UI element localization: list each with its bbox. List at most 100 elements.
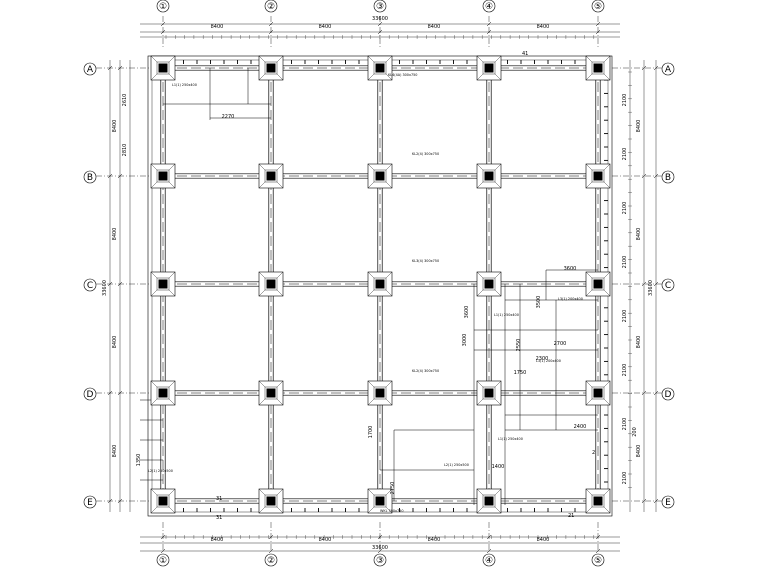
dim-misc-15: 200 xyxy=(632,427,638,437)
dim-tick-x-4-3 xyxy=(595,548,601,554)
dim-tick-x-4-1 xyxy=(595,29,601,35)
column-4-1-core xyxy=(484,63,494,73)
column-5-2-core xyxy=(593,171,603,181)
axis-label-row-c-left: C xyxy=(87,281,93,291)
dim-tick-y-1-2 xyxy=(641,173,647,179)
dim-tick-x-3-1 xyxy=(486,29,492,35)
dim-tick-y-1-3 xyxy=(653,173,659,179)
dim-total-y-left: 33600 xyxy=(102,280,108,296)
dim-tick-x-2-1 xyxy=(377,29,383,35)
axis-bubble-col-4-bottom xyxy=(482,553,496,567)
dim-tick-x-0-1 xyxy=(160,29,166,35)
dim-right-seg-6: 2100 xyxy=(622,364,628,377)
column-2-3-core xyxy=(266,279,276,289)
dim-misc-4: 3500 xyxy=(536,296,542,309)
beam-note-6: L1(1) 250x400 xyxy=(494,313,519,317)
dim-tick-y-1-0 xyxy=(107,173,113,179)
dim-tick-y-2-0 xyxy=(107,281,113,287)
dim-misc-3: 3600 xyxy=(464,306,470,319)
dim-misc-14: 1350 xyxy=(136,454,142,467)
dim-tick-x-2-3 xyxy=(377,548,383,554)
column-5-1-core xyxy=(593,63,603,73)
dim-bay-x3-bottom: 8400 xyxy=(428,537,441,543)
dim-total-x-bottom: 33600 xyxy=(372,545,388,551)
dim-bay-x2-top: 8400 xyxy=(319,24,332,30)
dim-misc-11: 2400 xyxy=(574,424,587,430)
dim-tick-x-0-3 xyxy=(160,548,166,554)
column-3-1-core xyxy=(375,63,385,73)
axis-bubble-col-5-top xyxy=(591,0,605,13)
axis-bubble-row-2-right xyxy=(661,170,675,184)
dim-bay-y2-left: 8400 xyxy=(112,228,118,241)
dim-tick-y-4-2 xyxy=(641,498,647,504)
beam-note-12: L3(1) 200x400 xyxy=(558,297,583,301)
dim-tick-y-3-3 xyxy=(653,390,659,396)
column-1-4-core xyxy=(158,388,168,398)
section-mark-1: 31 xyxy=(216,496,222,502)
dim-tick-y-0-2 xyxy=(641,65,647,71)
dim-bay-x2-bottom: 8400 xyxy=(319,537,332,543)
dim-misc-6: 2550 xyxy=(516,339,522,352)
dim-tick-x-0-2 xyxy=(160,534,166,540)
beam-note-10: L1(1) 250x400 xyxy=(498,437,523,441)
column-3-5-core xyxy=(375,496,385,506)
axis-bubble-row-5-left xyxy=(83,495,97,509)
dim-misc-13: 2750 xyxy=(390,482,396,495)
axis-bubble-row-4-right xyxy=(661,387,675,401)
dim-tick-y-2-1 xyxy=(117,281,123,287)
axis-bubble-row-5-right xyxy=(661,495,675,509)
dim-tick-y-2-3 xyxy=(653,281,659,287)
section-mark-2: 31 xyxy=(216,515,222,521)
axis-label-col-4-top: ④ xyxy=(485,2,493,12)
column-3-2-core xyxy=(375,171,385,181)
dim-right-seg-8: 2100 xyxy=(622,472,628,485)
dim-misc-8: 2300 xyxy=(536,356,549,362)
column-1-1-core xyxy=(158,63,168,73)
dim-right-seg-2: 2100 xyxy=(622,148,628,161)
column-5-5-core xyxy=(593,496,603,506)
dim-tick-y-4-1 xyxy=(117,498,123,504)
dim-left-seg-1: 2610 xyxy=(122,94,128,107)
dim-tick-x-3-2 xyxy=(486,534,492,540)
column-4-5-core xyxy=(484,496,494,506)
axis-label-col-4-bottom: ④ xyxy=(485,556,493,566)
dim-misc-7: 2700 xyxy=(554,341,567,347)
column-2-4-core xyxy=(266,388,276,398)
dim-misc-2: 3600 xyxy=(564,266,577,272)
axis-label-col-1-bottom: ① xyxy=(159,556,167,566)
dim-total-x-top: 33600 xyxy=(372,16,388,22)
dim-tick-y-4-3 xyxy=(653,498,659,504)
axis-label-row-b-left: B xyxy=(87,173,93,183)
dim-misc-5: 3000 xyxy=(462,334,468,347)
dim-right-seg-3: 2100 xyxy=(622,202,628,215)
axis-label-col-5-bottom: ⑤ xyxy=(594,556,602,566)
axis-bubble-row-1-right xyxy=(661,62,675,76)
dim-misc-1: 2270 xyxy=(222,114,235,120)
axis-bubble-col-2-top xyxy=(264,0,278,13)
dim-left-seg-2: 2810 xyxy=(122,144,128,157)
dim-tick-x-1-3 xyxy=(268,548,274,554)
column-2-1-core xyxy=(266,63,276,73)
column-2-5-core xyxy=(266,496,276,506)
column-4-3-core xyxy=(484,279,494,289)
dim-bay-y4-right: 8400 xyxy=(636,445,642,458)
axis-label-col-2-top: ② xyxy=(267,2,275,12)
column-3-4-core xyxy=(375,388,385,398)
axis-bubble-col-3-bottom xyxy=(373,553,387,567)
section-mark-5: 2 xyxy=(592,450,595,456)
dim-misc-12: 1700 xyxy=(368,426,374,439)
axis-bubble-col-5-bottom xyxy=(591,553,605,567)
beam-note-4: KL2(4) 300x750 xyxy=(412,369,439,373)
column-2-2-core xyxy=(266,171,276,181)
axis-bubble-row-4-left xyxy=(83,387,97,401)
dim-bay-x3-top: 8400 xyxy=(428,24,441,30)
dim-tick-y-3-1 xyxy=(117,390,123,396)
axis-bubble-col-3-top xyxy=(373,0,387,13)
dim-tick-x-4-2 xyxy=(595,534,601,540)
section-mark-3: 21 xyxy=(568,513,574,519)
dim-tick-y-0-0 xyxy=(107,65,113,71)
axis-bubble-row-2-left xyxy=(83,170,97,184)
column-layer xyxy=(150,55,611,514)
dim-bay-x4-bottom: 8400 xyxy=(537,537,550,543)
dim-tick-y-0-1 xyxy=(117,65,123,71)
